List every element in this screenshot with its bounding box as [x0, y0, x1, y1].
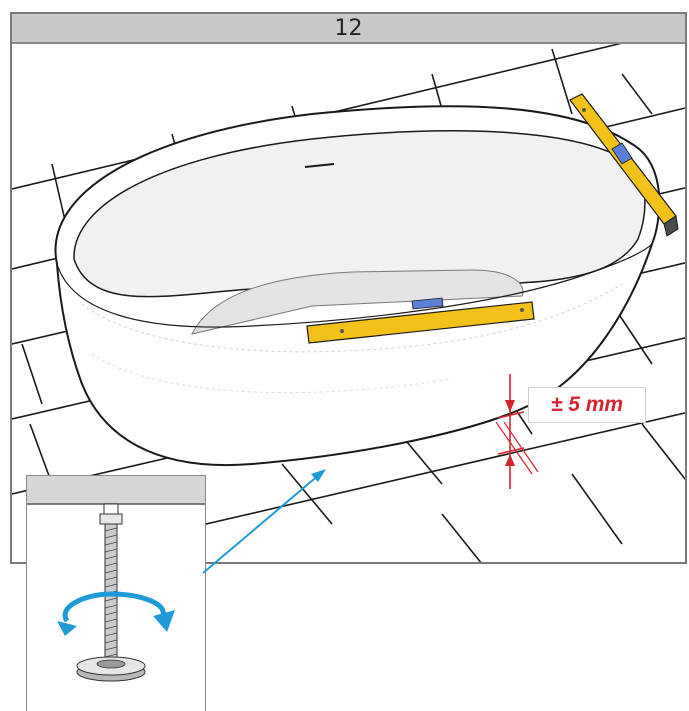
bathtub — [54, 105, 661, 466]
tolerance-label: ± 5 mm — [528, 387, 646, 423]
spirit-level-icon — [306, 297, 535, 344]
step-frame: 12 — [10, 12, 687, 564]
tolerance-dimension — [495, 374, 539, 489]
bathtub-scene — [12, 44, 685, 562]
step-header: 12 — [12, 14, 685, 44]
adjustable-foot-detail — [26, 475, 206, 711]
threaded-rod — [99, 503, 123, 663]
step-number: 12 — [334, 15, 363, 41]
foot-pad — [76, 656, 146, 682]
spirit-level-icon — [569, 93, 679, 237]
rotate-arrows-icon — [57, 591, 175, 636]
